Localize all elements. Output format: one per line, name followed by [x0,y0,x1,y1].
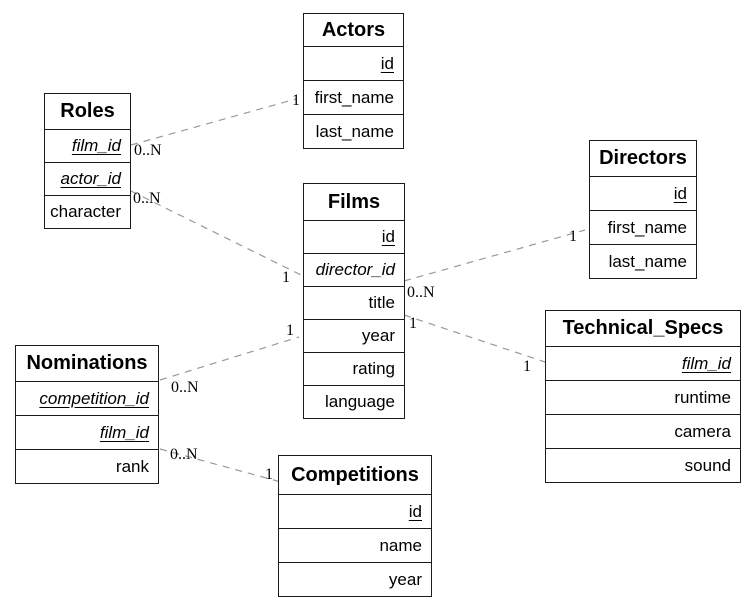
entity-technical-specs-title: Technical_Specs [562,317,724,339]
field-films-id: id [304,220,404,253]
entity-nominations: Nominations competition_id film_id rank [15,345,159,484]
cardinality-roles-actors-near: 0..N [134,142,162,159]
field-actors-last_name: last_name [304,114,403,148]
relationship-line-nominations-films [159,336,300,381]
field-directors-last_name: last_name [590,244,696,278]
entity-competitions-title: Competitions [291,463,419,486]
relationship-line-roles-actors [130,98,297,146]
entity-competitions: Competitions id name year [278,455,432,597]
entity-films: Films id director_id title year rating l… [303,183,405,419]
cardinality-films-directors-near: 0..N [407,284,435,301]
field-competitions-year: year [279,562,431,596]
field-roles-actor_id: actor_id [45,162,130,195]
cardinality-nominations-films-far: 1 [286,322,294,339]
cardinality-films-techspecs-far: 1 [523,358,531,375]
field-films-director_id: director_id [304,253,404,286]
cardinality-roles-films-far: 1 [282,269,290,286]
entity-actors-title: Actors [321,18,386,41]
entity-technical-specs: Technical_Specs film_id runtime camera s… [545,310,741,483]
field-nominations-competition_id: competition_id [16,381,158,415]
field-films-title: title [304,286,404,319]
field-technical-specs-sound: sound [546,448,740,482]
field-technical-specs-film_id: film_id [546,346,740,380]
field-films-year: year [304,319,404,352]
field-directors-first_name: first_name [590,210,696,244]
entity-nominations-title: Nominations [26,352,148,374]
relationship-line-films-technical-specs [403,314,546,363]
field-roles-character: character [45,195,130,228]
field-roles-film_id: film_id [45,129,130,162]
field-directors-id: id [590,176,696,210]
cardinality-nominations-competitions-near: 0..N [170,446,198,463]
field-films-rating: rating [304,352,404,385]
field-nominations-film_id: film_id [16,415,158,449]
field-technical-specs-runtime: runtime [546,380,740,414]
entity-directors: Directors id first_name last_name [589,140,697,279]
cardinality-films-directors-far: 1 [569,228,577,245]
cardinality-roles-actors-far: 1 [292,92,300,109]
field-technical-specs-camera: camera [546,414,740,448]
relationship-line-films-directors [403,229,586,282]
field-films-language: language [304,385,404,418]
entity-films-title: Films [327,190,381,213]
field-nominations-rank: rank [16,449,158,483]
field-competitions-id: id [279,494,431,528]
cardinality-nominations-films-near: 0..N [171,379,199,396]
entity-directors-title: Directors [599,147,687,169]
entity-roles-title: Roles [60,100,115,122]
field-competitions-name: name [279,528,431,562]
field-actors-id: id [304,46,403,80]
cardinality-roles-films-near: 0..N [133,190,161,207]
cardinality-films-techspecs-near: 1 [409,315,417,332]
entity-roles: Roles film_id actor_id character [44,93,131,229]
field-actors-first_name: first_name [304,80,403,114]
entity-actors: Actors id first_name last_name [303,13,404,149]
cardinality-nominations-competitions-far: 1 [265,466,273,483]
